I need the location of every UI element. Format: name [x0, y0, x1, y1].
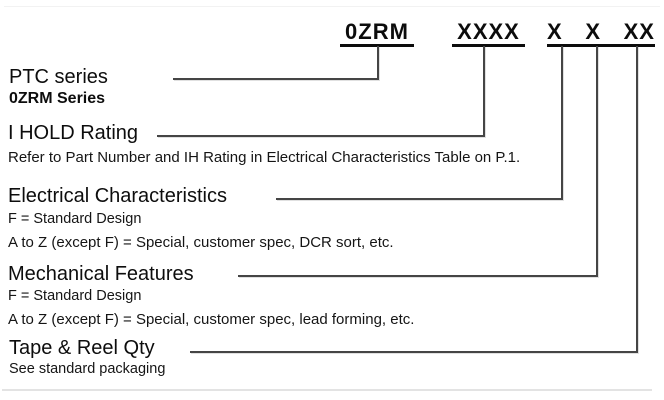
- part-code-tape-reel: XX: [623, 19, 655, 44]
- section-title-electrical-characteristics: Electrical Characteristics: [8, 185, 227, 207]
- section-line-ihold-refer: Refer to Part Number and IH Rating in El…: [8, 149, 521, 166]
- connector-electrical-characteristics: [276, 46, 563, 200]
- connector-mechanical-features: [238, 46, 598, 277]
- top-rule: [4, 6, 660, 7]
- section-line-mechanical-standard: F = Standard Design: [8, 288, 142, 304]
- section-line-mechanical-atoz: A to Z (except F) = Special, customer sp…: [8, 311, 415, 328]
- section-title-ihold-rating: I HOLD Rating: [8, 122, 139, 144]
- bottom-rule: [2, 389, 652, 391]
- connector-ihold-rating: [157, 46, 485, 137]
- part-code-electrical: X: [547, 19, 563, 44]
- section-title-tape-reel-qty: Tape & Reel Qty: [9, 337, 155, 359]
- part-code-series: 0ZRM: [340, 20, 414, 47]
- part-code-ihold: XXXX: [452, 20, 525, 47]
- section-title-ptc-series: PTC series: [9, 66, 108, 88]
- section-line-0zrm-series: 0ZRM Series: [9, 90, 106, 107]
- part-code-mechanical: X: [585, 19, 601, 44]
- section-line-electrical-standard: F = Standard Design: [8, 211, 142, 227]
- connector-ptc-series: [173, 46, 379, 80]
- section-line-tape-reel-packaging: See standard packaging: [9, 361, 166, 377]
- section-line-electrical-atoz: A to Z (except F) = Special, customer sp…: [8, 234, 394, 251]
- section-title-mechanical-features: Mechanical Features: [8, 263, 194, 285]
- connector-tape-reel-qty: [190, 46, 638, 353]
- part-code-suffix-group: X X XX: [547, 20, 655, 47]
